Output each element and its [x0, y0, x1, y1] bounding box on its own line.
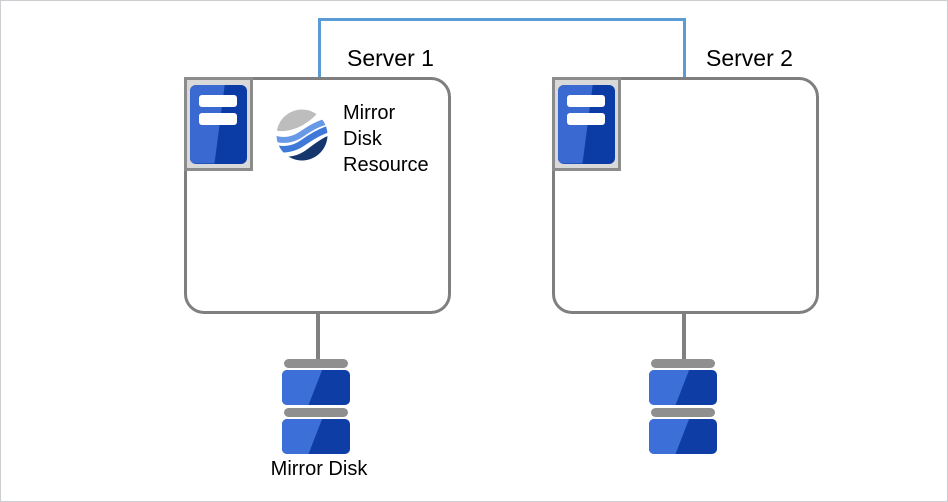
- wave-light-blue-band: [276, 117, 328, 143]
- disk-platter: [282, 370, 350, 405]
- server1-tower-icon: [184, 77, 253, 171]
- server2-tower-icon: [552, 77, 621, 171]
- mdr-label-line: Mirror: [343, 102, 396, 124]
- tower-body: [558, 84, 615, 164]
- tower-slot-bar: [567, 94, 605, 107]
- disk-cap: [651, 359, 715, 368]
- wave-mid-blue-band: [276, 125, 328, 153]
- server1-label: Server 1: [347, 45, 434, 71]
- mirror-disk-label: Mirror Disk: [270, 458, 368, 480]
- mirror-disk2-stack-icon: [649, 359, 717, 454]
- wave-gray-band: [276, 109, 320, 132]
- disk-platter: [649, 419, 717, 454]
- mdr-label-line: Disk: [343, 128, 382, 150]
- interconnect-line: [318, 18, 686, 78]
- server2-label: Server 2: [706, 45, 793, 71]
- disk-cap: [284, 408, 348, 417]
- mirror-disk1-stack-icon: [282, 359, 350, 454]
- mdr-label-line: Resource: [343, 154, 429, 176]
- mirror-disk-resource-label: Mirror Disk Resource: [343, 100, 429, 178]
- server2-disk-connector-line: [682, 312, 686, 362]
- disk-cap: [284, 359, 348, 368]
- tower-slot-bar: [199, 94, 237, 107]
- disk-platter: [649, 370, 717, 405]
- tower-body: [190, 84, 247, 164]
- server1-disk-connector-line: [316, 312, 320, 362]
- tower-slot-bar: [199, 112, 237, 125]
- mirror-disk-resource: Mirror Disk Resource: [276, 100, 429, 178]
- tower-slot-bar: [567, 112, 605, 125]
- disk-platter: [282, 419, 350, 454]
- wave-navy-band: [276, 136, 328, 161]
- mirror-disk-resource-wave-globe-icon: [276, 109, 328, 161]
- disk-cap: [651, 408, 715, 417]
